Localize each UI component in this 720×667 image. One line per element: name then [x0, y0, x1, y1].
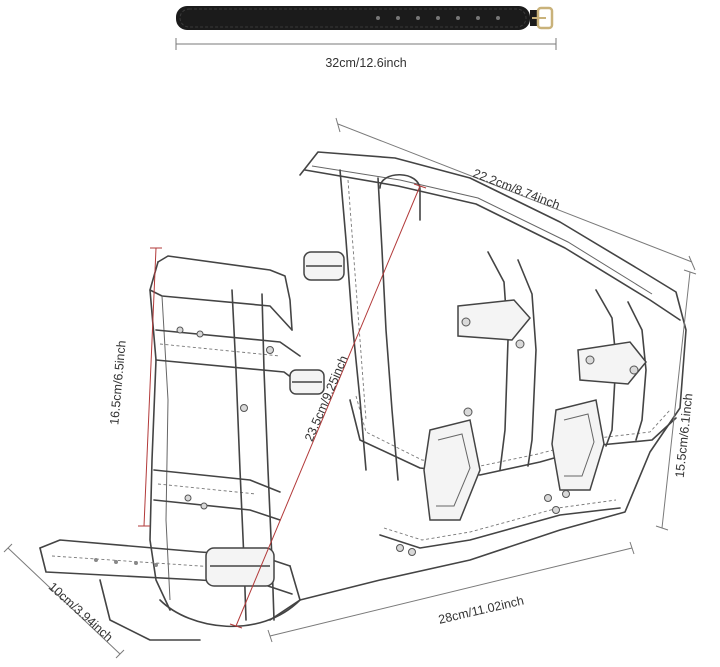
strap-body [176, 6, 530, 30]
strap-holes [94, 558, 158, 567]
bottom-length-label: 28cm/11.02inch [437, 593, 525, 626]
strap-holes [376, 16, 500, 20]
buckle-icon [289, 369, 325, 395]
buckle-icon [303, 251, 345, 281]
inner-diagonal-label: 23.5cm/9.25inch [302, 353, 351, 443]
clip-buckle-icon [423, 299, 531, 521]
clip-buckle-icon [551, 341, 647, 491]
depth-label: 10cm/3.94inch [46, 580, 116, 645]
left-height-dimension: 16.5cm/6.5inch [107, 247, 162, 527]
top-length-dimension: 22.2cm/8.74inch [335, 117, 696, 271]
strap-length-label: 32cm/12.6inch [325, 56, 406, 70]
strap-dimension: 32cm/12.6inch [175, 38, 557, 70]
left-height-label: 16.5cm/6.5inch [107, 340, 128, 426]
strap-buckle-icon [530, 6, 554, 30]
bottom-length-dimension: 28cm/11.02inch [267, 541, 635, 643]
saddlebag-sketch [39, 151, 687, 641]
strap [176, 6, 554, 30]
rivets [176, 317, 639, 556]
right-height-label: 15.5cm/6.1inch [673, 393, 696, 479]
right-height-dimension: 15.5cm/6.1inch [655, 269, 697, 531]
top-length-label: 22.2cm/8.74inch [471, 166, 562, 212]
buckle-icon [205, 547, 275, 587]
